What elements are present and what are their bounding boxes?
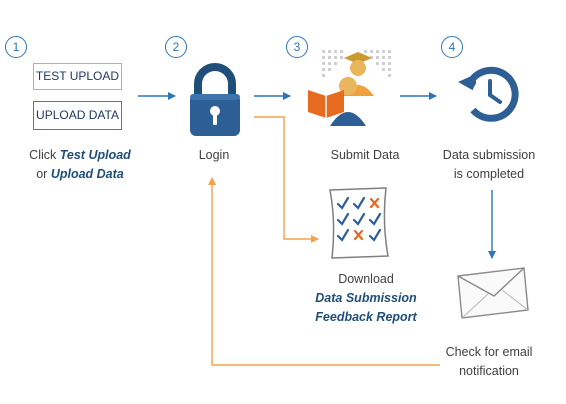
step-number-1: 1 bbox=[5, 36, 27, 58]
download-caption: Download Data Submission Feedback Report bbox=[296, 270, 436, 327]
download-report-link[interactable]: Data Submission bbox=[315, 291, 417, 305]
step4-caption-line1: Data submission bbox=[442, 148, 536, 162]
caption-or: or bbox=[36, 167, 51, 181]
envelope-icon bbox=[457, 267, 529, 319]
arrow-login-to-download bbox=[254, 116, 319, 243]
step3-caption: Submit Data bbox=[330, 148, 400, 162]
people-with-book-icon bbox=[308, 50, 391, 126]
step-number-2: 2 bbox=[165, 36, 187, 58]
download-report-link-line2[interactable]: Feedback Report bbox=[315, 310, 417, 324]
step4-caption-line2: is completed bbox=[453, 167, 525, 181]
checklist-report-icon bbox=[329, 187, 389, 259]
email-caption-line1: Check for email bbox=[445, 345, 533, 359]
upload-data-button[interactable]: UPLOAD DATA bbox=[33, 101, 122, 130]
step4-caption: Data submission is completed bbox=[430, 146, 548, 184]
download-caption-line1: Download bbox=[338, 272, 394, 286]
arrow-email-to-login bbox=[208, 177, 440, 366]
step2-caption: Login bbox=[198, 148, 230, 162]
step-number-3: 3 bbox=[286, 36, 308, 58]
caption-test-upload: Test Upload bbox=[59, 148, 131, 162]
email-caption-line2: notification bbox=[459, 364, 519, 378]
caption-upload-data: Upload Data bbox=[50, 167, 124, 181]
test-upload-button[interactable]: TEST UPLOAD bbox=[33, 63, 122, 90]
caption-click: Click bbox=[29, 148, 60, 162]
step1-caption: Click Test Upload or Upload Data bbox=[10, 146, 150, 184]
email-caption: Check for email notification bbox=[428, 343, 550, 381]
padlock-icon bbox=[190, 63, 240, 136]
clock-refresh-icon bbox=[458, 66, 519, 122]
step-number-4: 4 bbox=[441, 36, 463, 58]
